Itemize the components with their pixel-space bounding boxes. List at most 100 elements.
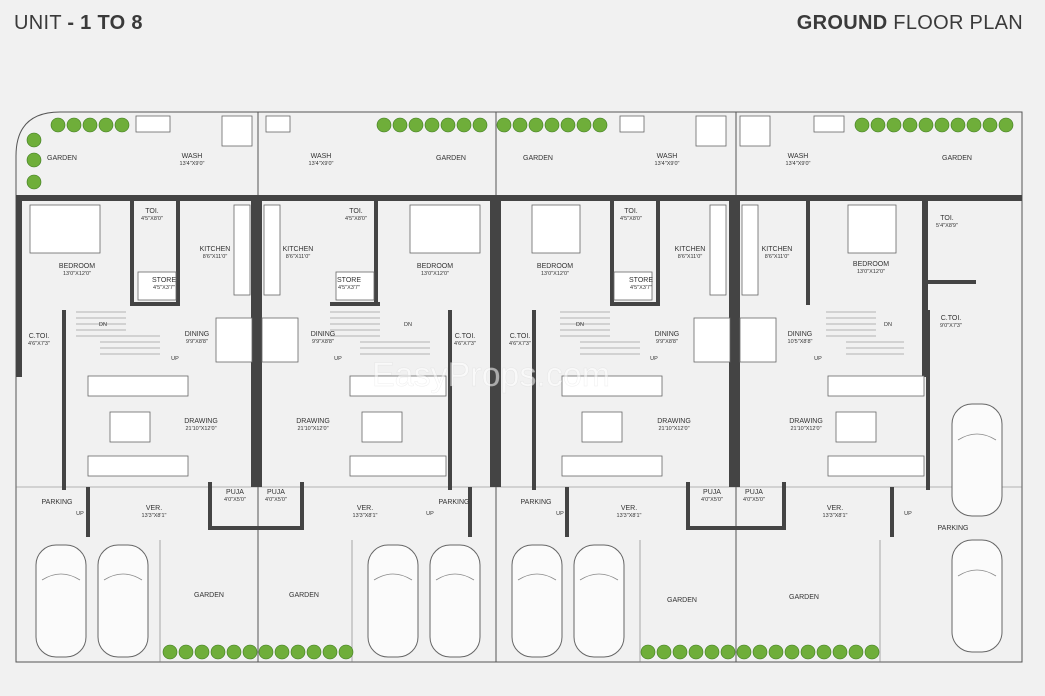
room-dimension-ver-3: 13'3"X8'1" bbox=[617, 513, 642, 519]
room-dimension-bedroom-1: 13'0"X12'0" bbox=[63, 271, 91, 277]
room-dimension-store-2: 4'5"X3'7" bbox=[338, 285, 360, 291]
room-dimension-dining-2: 9'9"X8'8" bbox=[312, 339, 334, 345]
stair-dn-label: DN bbox=[99, 322, 107, 328]
room-label-drawing-4: DRAWING bbox=[789, 418, 823, 425]
room-dimension-toi-1: 4'5"X8'0" bbox=[141, 216, 163, 222]
room-label-ctoi-3: C.TOI. bbox=[510, 333, 531, 340]
room-dimension-ctoi-2: 4'6"X7'3" bbox=[454, 341, 476, 347]
plan-unit-title: UNIT - 1 TO 8 bbox=[14, 12, 143, 35]
room-label-puja-1: PUJA bbox=[226, 489, 244, 496]
room-dimension-kitchen-4: 8'6"X11'0" bbox=[765, 254, 790, 260]
room-label-bedroom-4: BEDROOM bbox=[853, 261, 889, 268]
room-label-garden-3: GARDEN bbox=[523, 155, 553, 162]
room-dimension-toi-3: 4'5"X8'0" bbox=[620, 216, 642, 222]
room-dimension-puja-2: 4'0"X5'0" bbox=[265, 497, 287, 503]
room-dimension-toi-2: 4'5"X8'0" bbox=[345, 216, 367, 222]
room-label-toi-2: TOI. bbox=[349, 208, 363, 215]
room-label-bedroom-2: BEDROOM bbox=[417, 263, 453, 270]
car-icon bbox=[573, 544, 625, 658]
room-dimension-puja-4: 4'0"X5'0" bbox=[743, 497, 765, 503]
unit-prefix: UNIT bbox=[14, 12, 62, 34]
room-label-garden-8: GARDEN bbox=[789, 594, 819, 601]
room-dimension-dining-1: 9'9"X8'8" bbox=[186, 339, 208, 345]
stair-up-label: UP bbox=[334, 356, 342, 362]
room-label-wash-3: WASH bbox=[657, 153, 678, 160]
watermark: EasyProps.com bbox=[372, 356, 610, 394]
room-dimension-toi-4: 5'4"X8'9" bbox=[936, 223, 958, 229]
furniture-outlines bbox=[29, 115, 925, 477]
room-label-toi-1: TOI. bbox=[145, 208, 159, 215]
plant-row-bottom bbox=[162, 644, 880, 660]
room-dimension-wash-4: 13'4"X9'0" bbox=[786, 161, 811, 167]
plan-floor-title: GROUND FLOOR PLAN bbox=[797, 12, 1023, 35]
stair-up-label: UP bbox=[814, 356, 822, 362]
car-icon bbox=[367, 544, 419, 658]
room-dimension-bedroom-4: 13'0"X12'0" bbox=[857, 269, 885, 275]
room-label-ver-4: VER. bbox=[827, 505, 843, 512]
parking-up-label: UP bbox=[556, 511, 564, 517]
room-dimension-drawing-4: 21'10"X12'0" bbox=[790, 426, 821, 432]
room-dimension-ver-1: 13'3"X8'1" bbox=[142, 513, 167, 519]
room-dimension-dining-4: 10'5"X8'8" bbox=[788, 339, 813, 345]
room-label-garden-6: GARDEN bbox=[289, 592, 319, 599]
room-dimension-dining-3: 9'9"X8'8" bbox=[656, 339, 678, 345]
room-label-puja-2: PUJA bbox=[267, 489, 285, 496]
room-label-puja-4: PUJA bbox=[745, 489, 763, 496]
room-label-garden-1: GARDEN bbox=[47, 155, 77, 162]
room-label-garden-5: GARDEN bbox=[194, 592, 224, 599]
parking-up-label: UP bbox=[904, 511, 912, 517]
room-dimension-kitchen-2: 8'6"X11'0" bbox=[286, 254, 311, 260]
room-label-dining-2: DINING bbox=[311, 331, 336, 338]
car-icon bbox=[97, 544, 149, 658]
parking-up-label: UP bbox=[426, 511, 434, 517]
room-dimension-puja-1: 4'0"X5'0" bbox=[224, 497, 246, 503]
room-dimension-puja-3: 4'0"X5'0" bbox=[701, 497, 723, 503]
floor-plan-label: FLOOR PLAN bbox=[893, 12, 1023, 34]
stair-up-label: UP bbox=[171, 356, 179, 362]
unit-range: - 1 TO 8 bbox=[67, 12, 143, 34]
room-label-ver-1: VER. bbox=[146, 505, 162, 512]
room-dimension-store-3: 4'5"X3'7" bbox=[630, 285, 652, 291]
room-label-kitchen-4: KITCHEN bbox=[762, 246, 793, 253]
room-label-ver-2: VER. bbox=[357, 505, 373, 512]
room-label-ctoi-1: C.TOI. bbox=[29, 333, 50, 340]
room-label-garden-4: GARDEN bbox=[942, 155, 972, 162]
car-icon bbox=[35, 544, 87, 658]
room-label-kitchen-3: KITCHEN bbox=[675, 246, 706, 253]
room-dimension-store-1: 4'5"X3'7" bbox=[153, 285, 175, 291]
room-label-parking-3: PARKING bbox=[521, 499, 552, 506]
room-dimension-wash-1: 13'4"X9'0" bbox=[180, 161, 205, 167]
stairs bbox=[76, 311, 904, 355]
room-label-drawing-2: DRAWING bbox=[296, 418, 330, 425]
room-label-bedroom-3: BEDROOM bbox=[537, 263, 573, 270]
interior-walls bbox=[16, 195, 1022, 537]
stair-dn-label: DN bbox=[404, 322, 412, 328]
plant-row-top-left bbox=[26, 117, 130, 190]
room-label-dining-4: DINING bbox=[788, 331, 813, 338]
room-dimension-bedroom-3: 13'0"X12'0" bbox=[541, 271, 569, 277]
car-icon bbox=[951, 403, 1003, 517]
room-label-drawing-1: DRAWING bbox=[184, 418, 218, 425]
room-label-ver-3: VER. bbox=[621, 505, 637, 512]
stair-dn-label: DN bbox=[576, 322, 584, 328]
room-dimension-ver-4: 13'3"X8'1" bbox=[823, 513, 848, 519]
car-icon bbox=[951, 539, 1003, 653]
room-label-store-1: STORE bbox=[152, 277, 176, 284]
room-label-toi-4: TOI. bbox=[940, 215, 954, 222]
garden-plants bbox=[26, 117, 1014, 660]
room-dimension-ver-2: 13'3"X8'1" bbox=[353, 513, 378, 519]
stair-dn-label: DN bbox=[884, 322, 892, 328]
room-dimension-bedroom-2: 13'0"X12'0" bbox=[421, 271, 449, 277]
room-label-garden-7: GARDEN bbox=[667, 597, 697, 604]
room-dimension-wash-3: 13'4"X9'0" bbox=[655, 161, 680, 167]
room-label-kitchen-2: KITCHEN bbox=[283, 246, 314, 253]
room-label-kitchen-1: KITCHEN bbox=[200, 246, 231, 253]
plant-row-top-2 bbox=[376, 117, 488, 133]
room-label-dining-1: DINING bbox=[185, 331, 210, 338]
room-dimension-ctoi-4: 9'0"X7'3" bbox=[940, 323, 962, 329]
car-icons bbox=[35, 403, 1003, 658]
room-label-dining-3: DINING bbox=[655, 331, 680, 338]
room-dimension-ctoi-1: 4'6"X7'3" bbox=[28, 341, 50, 347]
room-label-wash-4: WASH bbox=[788, 153, 809, 160]
